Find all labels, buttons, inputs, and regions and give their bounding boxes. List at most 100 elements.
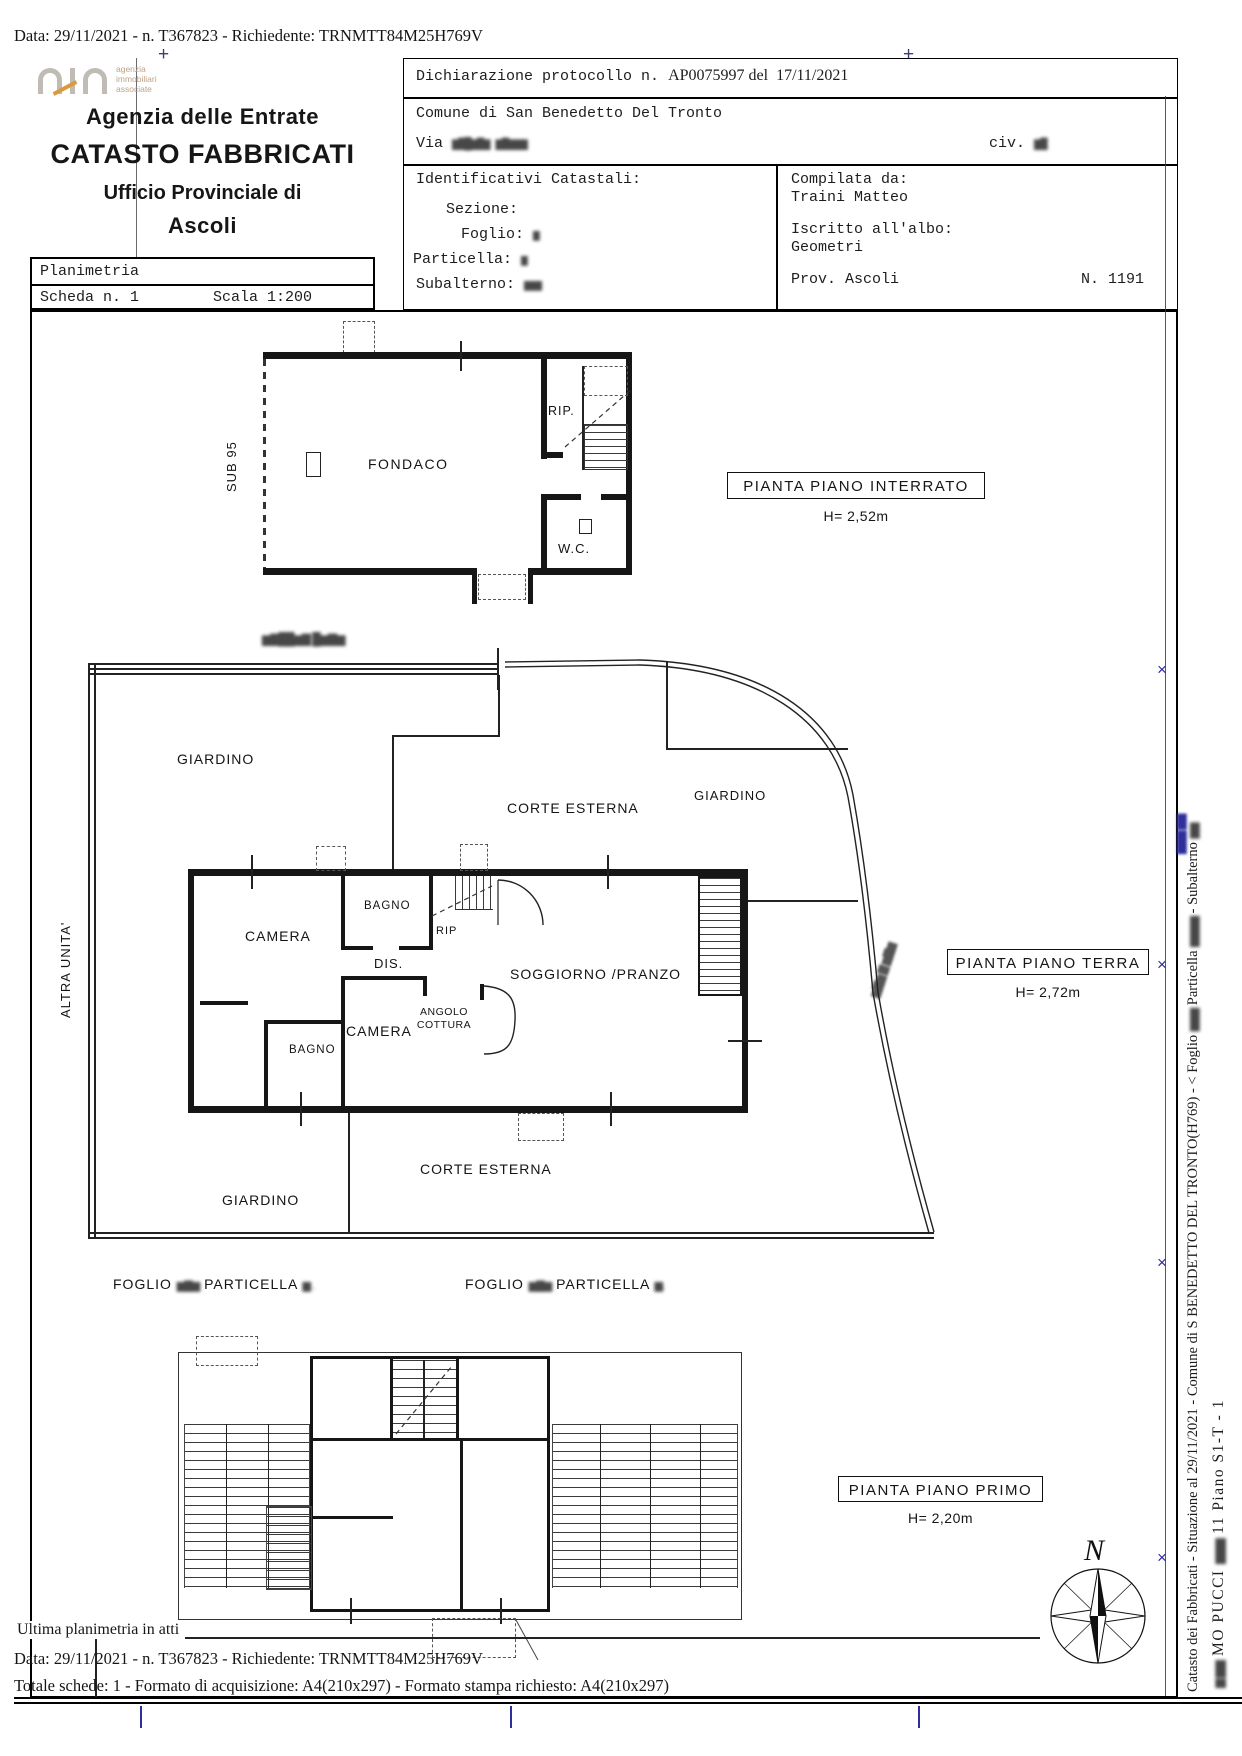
yard-wall xyxy=(392,735,394,871)
basement-entry-dashed xyxy=(478,574,526,600)
staircase xyxy=(698,876,742,996)
civico-line: civ. ▆▇ xyxy=(989,135,1048,152)
sidebar-line1-text: - Subalterno xyxy=(1185,842,1201,914)
subalterno-redacted-value: ▆▆▆ xyxy=(524,280,542,292)
wall xyxy=(528,568,533,604)
registration-cross-icon: + xyxy=(903,44,915,65)
room-label-angolo-cottura: ANGOLO COTTURA xyxy=(416,1006,472,1032)
particella-redacted: ▆. xyxy=(654,1280,665,1292)
street-name-redacted: ▆▇██▆▇ █▆▇▆ xyxy=(262,632,345,646)
area-label-giardino-nw: GIARDINO xyxy=(177,751,255,767)
logo-text-line: associate xyxy=(116,84,152,94)
stair-edge-line xyxy=(582,366,584,470)
wall xyxy=(264,1020,268,1110)
wall xyxy=(423,976,427,996)
foglio-label: FOGLIO xyxy=(465,1276,524,1292)
blue-cross-mark: × xyxy=(1157,955,1167,974)
document-header-line: Data: 29/11/2021 - n. T367823 - Richiede… xyxy=(14,26,483,45)
particella-line: Particella: ▆ xyxy=(413,251,528,268)
staircase xyxy=(455,876,493,910)
room-label-soggiorno: SOGGIORNO /PRANZO xyxy=(510,966,682,982)
foglio-redacted: ▆▇▆ xyxy=(176,1280,200,1292)
sidebar-line2-text: 11 Piano S1-T - 1 xyxy=(1210,1399,1227,1534)
balcony-hatch xyxy=(552,1424,738,1588)
particella-label: PARTICELLA xyxy=(204,1276,298,1292)
sidebar-redacted: ▆▆▆▆ xyxy=(1188,917,1200,947)
compilata-value: Traini Matteo xyxy=(791,189,909,206)
window-tick xyxy=(460,341,462,371)
wall xyxy=(313,1438,547,1441)
divider xyxy=(404,97,1177,99)
protocol-value: AP0075997 del 17/11/2021 xyxy=(668,67,849,84)
wall xyxy=(547,494,581,500)
civ-redacted-value: ▆▇ xyxy=(1034,137,1047,151)
room-label-fondaco: FONDACO xyxy=(368,456,449,472)
stair-centerline xyxy=(423,1360,425,1440)
area-label-giardino-ne: GIARDINO xyxy=(694,788,767,803)
foglio-redacted-value: ▆ xyxy=(533,230,540,242)
agency-line-2: CATASTO FABBRICATI xyxy=(50,139,355,169)
first-plan-title: PIANTA PIANO PRIMO xyxy=(838,1476,1043,1502)
divider xyxy=(404,164,1177,166)
wall xyxy=(601,494,626,500)
foglio-particella-left: FOGLIO ▆▇▆ PARTICELLA ▆ . xyxy=(113,1276,316,1292)
prov-label: Prov. Ascoli xyxy=(791,271,900,288)
wall xyxy=(456,1356,459,1441)
civ-label: civ. xyxy=(989,135,1026,152)
yard-wall xyxy=(666,748,848,750)
via-line: Via ▆▇█▆▇▆ ▆▇▆▆▆ xyxy=(416,135,528,152)
via-redacted-value: ▆▇█▆▇▆ ▆▇▆▆▆ xyxy=(452,137,528,151)
planimetria-box: Planimetria Scheda n. 1 Scala 1:200 xyxy=(30,257,375,310)
compilata-label: Compilata da: xyxy=(791,171,909,188)
blue-cross-mark: × xyxy=(1157,660,1167,679)
particella-redacted: ▆ . xyxy=(302,1280,316,1292)
wall xyxy=(341,876,345,950)
scala-label: Scala 1:200 xyxy=(213,289,313,306)
yard-wall xyxy=(666,662,668,750)
window-tick xyxy=(300,1092,302,1126)
wall xyxy=(188,1106,748,1113)
first-floor-outline xyxy=(178,1352,742,1620)
balcony-hatch xyxy=(266,1506,312,1590)
wall xyxy=(429,876,433,950)
blue-cross-mark: × xyxy=(1157,1548,1167,1567)
sidebar-redacted: ▆▆▆ xyxy=(1188,1008,1200,1032)
particella-label: Particella: xyxy=(413,251,513,268)
window-tick xyxy=(500,1598,502,1624)
divider-vertical xyxy=(776,164,778,311)
blue-tick xyxy=(918,1706,920,1728)
window-tick xyxy=(728,1040,762,1042)
wall xyxy=(188,869,748,876)
balcony-line xyxy=(650,1424,651,1588)
wall xyxy=(626,352,632,575)
sezione-label: Sezione: xyxy=(446,201,519,218)
room-label-rip: RIP xyxy=(436,925,458,937)
basement-height-label: H= 2,52m xyxy=(823,508,889,524)
window-tick xyxy=(610,1092,612,1126)
wall xyxy=(460,1441,463,1612)
foglio-particella-right: FOGLIO ▆▇▆ PARTICELLA ▆. xyxy=(465,1276,665,1292)
blue-cross-mark: × xyxy=(1157,1253,1167,1272)
agency-logo: agenzia immobiliari associate xyxy=(38,60,198,106)
wall xyxy=(200,1001,248,1005)
wc-fixture xyxy=(579,519,592,534)
foglio-label: FOGLIO xyxy=(113,1276,172,1292)
staircase xyxy=(584,424,628,470)
window-tick xyxy=(350,1598,352,1624)
planimetria-title: Planimetria xyxy=(32,259,373,286)
wall xyxy=(472,568,477,604)
dashed-canopy xyxy=(460,844,488,871)
via-label: Via xyxy=(416,135,444,152)
wall xyxy=(541,494,547,575)
blue-tick xyxy=(510,1706,512,1728)
sidebar-redacted: ▆ ▆▆ xyxy=(1212,1661,1226,1688)
site-boundary xyxy=(88,673,498,675)
site-boundary xyxy=(88,1232,934,1234)
wall xyxy=(541,359,547,459)
blue-margin-line xyxy=(1165,96,1166,1696)
logo-text-line: agenzia xyxy=(116,64,146,74)
sidebar-address-line: ▆ ▆▆ MO PUCCI ▆▆▆ 11 Piano S1-T - 1 xyxy=(1210,1284,1228,1688)
balcony-line xyxy=(600,1424,601,1588)
room-label-rip: RIP. xyxy=(548,404,575,418)
protocol-label: Dichiarazione protocollo n. xyxy=(416,68,660,85)
